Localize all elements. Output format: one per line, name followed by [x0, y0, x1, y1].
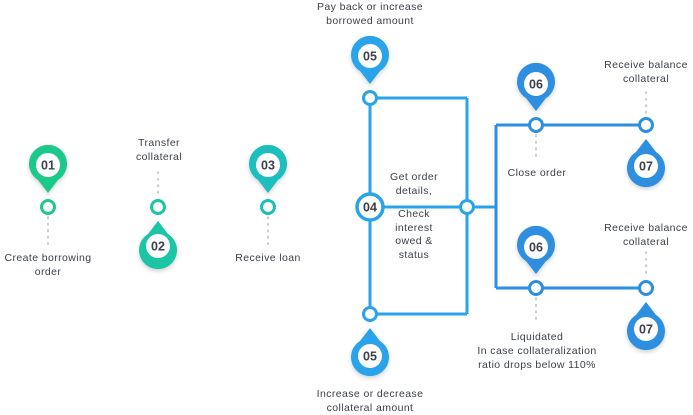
pin-06-top-number: 06 — [529, 78, 543, 92]
pin-07-bottom-number: 07 — [639, 323, 653, 337]
node-02 — [150, 199, 166, 215]
pin-06-bottom-number: 06 — [529, 241, 543, 255]
pin-07-top-marker: 07 — [627, 139, 666, 188]
step-02-label: Transfer collateral — [135, 137, 183, 163]
pin-05-bottom-marker: 05 — [351, 328, 389, 377]
pin-03-marker: 03 — [249, 144, 287, 193]
node-06-bottom — [528, 280, 544, 296]
pin-07-bottom-marker: 07 — [627, 302, 666, 351]
node-04 — [355, 192, 385, 222]
step-04-label: Get order details, Check interest owed &… — [390, 171, 438, 261]
pin-04-number: 04 — [363, 201, 377, 215]
pin-02-number: 02 — [151, 240, 165, 254]
pin-02-marker: 02 — [139, 221, 177, 270]
node-06-top — [528, 117, 544, 133]
step-07-top-label: Receive balance collateral — [604, 59, 688, 85]
pin-04-marker: 04 — [363, 201, 377, 215]
node-split — [459, 199, 475, 215]
pin-03-number: 03 — [261, 159, 275, 173]
node-07-bottom — [638, 280, 654, 296]
pin-05-bottom-number: 05 — [363, 350, 377, 364]
step-05-bottom-label: Increase or decrease collateral amount — [316, 388, 424, 414]
pin-05-top-number: 05 — [363, 50, 377, 64]
dotted-leaders — [47, 91, 647, 325]
node-07-top — [638, 117, 654, 133]
pin-05-top-marker: 05 — [351, 35, 390, 84]
node-05-top — [362, 90, 378, 106]
step-06-bottom-label: Liquidated In case collateralization rat… — [477, 331, 597, 371]
step-03-label: Receive loan — [235, 252, 301, 264]
pin-06-bottom-marker: 06 — [516, 225, 555, 274]
step-01-label: Create borrowing order — [4, 252, 92, 278]
pin-01-marker: 01 — [28, 144, 68, 193]
pin-01-number: 01 — [41, 159, 55, 173]
node-05-bottom — [362, 306, 378, 322]
node-03 — [260, 199, 276, 215]
step-05-top-label: Pay back or increase borrowed amount — [316, 1, 424, 27]
step-06-top-label: Close order — [507, 167, 567, 179]
step-07-bottom-label: Receive balance collateral — [604, 222, 688, 248]
node-01 — [40, 199, 56, 215]
nodes — [40, 90, 654, 322]
pin-07-top-number: 07 — [639, 160, 653, 174]
pin-06-top-marker: 06 — [516, 62, 555, 111]
